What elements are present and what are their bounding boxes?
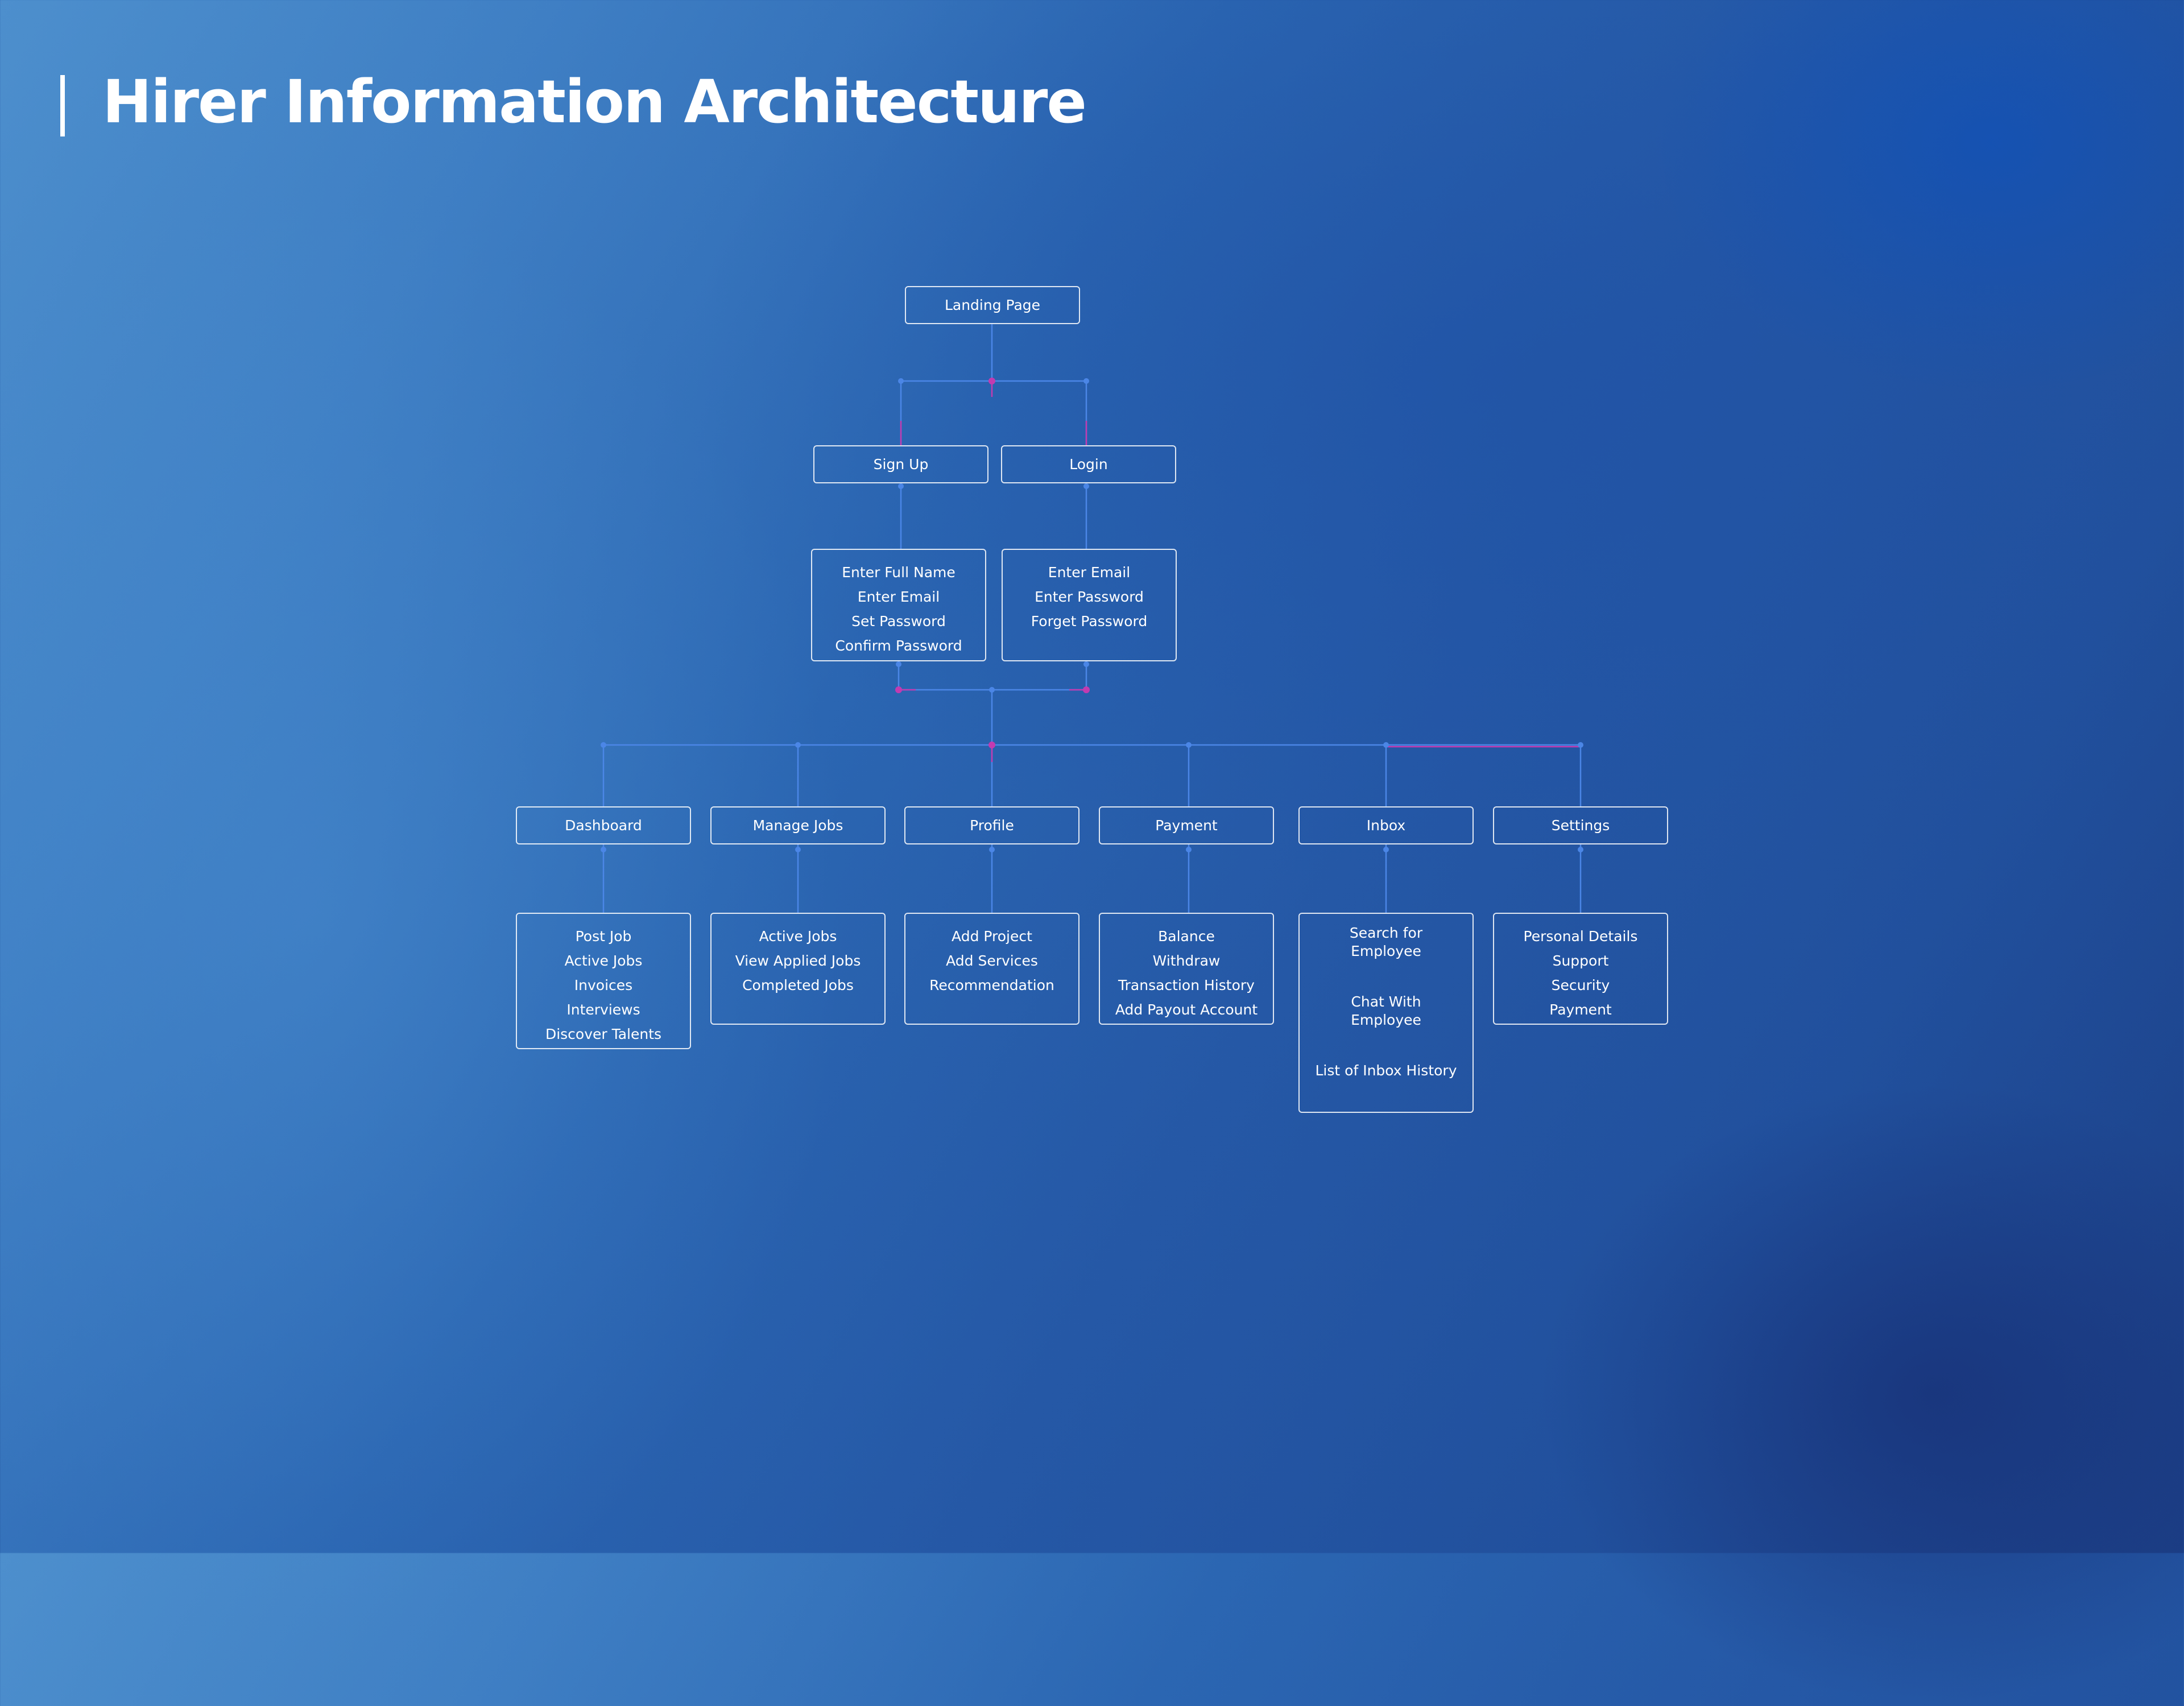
dashboard-item: Interviews: [566, 1001, 640, 1018]
node-profile: Profile: [904, 806, 1079, 844]
connector-node: [1083, 378, 1089, 384]
connector-node: [898, 378, 904, 384]
payment-item: Withdraw: [1152, 953, 1221, 969]
signup-field: Enter Full Name: [842, 564, 956, 581]
payment-item: Transaction History: [1118, 977, 1255, 993]
connector-node: [896, 661, 901, 667]
settings-item: Personal Details: [1523, 928, 1638, 945]
connector-node: [1383, 847, 1389, 852]
inbox-items-box: Search for Employee Chat With Employee L…: [1298, 913, 1474, 1113]
connector-node: [1083, 661, 1089, 667]
page-title: Hirer Information Architecture: [102, 67, 1087, 136]
profile-item: Recommendation: [929, 977, 1054, 993]
signup-field: Confirm Password: [835, 637, 962, 654]
inbox-item: List of Inbox History: [1315, 1062, 1457, 1079]
signup-fields-box: Enter Full Name Enter Email Set Password…: [811, 549, 986, 661]
connector-node: [795, 742, 801, 748]
node-dashboard: Dashboard: [516, 806, 691, 844]
node-landing-page: Landing Page: [905, 286, 1080, 324]
dashboard-item: Post Job: [575, 928, 632, 945]
signup-field: Set Password: [851, 613, 946, 630]
login-field: Enter Password: [1035, 589, 1144, 605]
connector-node: [1578, 847, 1583, 852]
connector-node: [895, 686, 902, 693]
connector-main-drops: [602, 745, 1582, 806]
profile-items-box: Add Project Add Services Recommendation: [904, 913, 1079, 1025]
inbox-item: Chat With Employee: [1351, 993, 1421, 1028]
connector-node: [1083, 686, 1090, 693]
node-settings: Settings: [1493, 806, 1668, 844]
connector-node: [1578, 742, 1583, 748]
manage-jobs-item: View Applied Jobs: [735, 953, 861, 969]
settings-items-box: Personal Details Support Security Paymen…: [1493, 913, 1668, 1025]
connector-lines: [601, 324, 1583, 913]
connector-detail-drops: [602, 844, 1582, 913]
connector-node: [795, 847, 801, 852]
settings-item: Support: [1552, 953, 1609, 969]
title-accent-bar: [60, 75, 65, 136]
settings-item: Security: [1551, 977, 1610, 993]
login-fields-box: Enter Email Enter Password Forget Passwo…: [1002, 549, 1177, 661]
connector-auth: [900, 483, 1087, 549]
dashboard-item: Active Jobs: [564, 953, 643, 969]
login-field: Forget Password: [1031, 613, 1148, 630]
connector-merge: [897, 661, 1087, 745]
connector-node: [1083, 483, 1089, 489]
payment-item: Balance: [1158, 928, 1215, 945]
signup-field: Enter Email: [857, 589, 940, 605]
connector-node: [989, 847, 995, 852]
node-payment: Payment: [1099, 806, 1274, 844]
profile-item: Add Project: [952, 928, 1032, 945]
connector-node: [601, 742, 606, 748]
connector-node: [989, 687, 995, 693]
connector-node: [601, 847, 606, 852]
connector-node: [1186, 742, 1192, 748]
payment-items-box: Balance Withdraw Transaction History Add…: [1099, 913, 1274, 1025]
manage-jobs-item: Completed Jobs: [742, 977, 854, 993]
node-login: Login: [1001, 445, 1176, 483]
dashboard-item: Invoices: [574, 977, 633, 993]
connector-node: [898, 483, 904, 489]
connector-landing-split: [900, 324, 1087, 445]
connector-node: [1186, 847, 1192, 852]
connector-node: [988, 742, 995, 748]
node-manage-jobs: Manage Jobs: [710, 806, 886, 844]
manage-jobs-items-box: Active Jobs View Applied Jobs Completed …: [710, 913, 886, 1025]
dashboard-item: Discover Talents: [545, 1026, 662, 1042]
manage-jobs-item: Active Jobs: [759, 928, 837, 945]
node-inbox: Inbox: [1298, 806, 1474, 844]
node-sign-up: Sign Up: [813, 445, 988, 483]
payment-item: Add Payout Account: [1115, 1001, 1258, 1018]
login-field: Enter Email: [1048, 564, 1131, 581]
connector-node: [1383, 742, 1389, 748]
profile-item: Add Services: [946, 953, 1038, 969]
settings-item: Payment: [1549, 1001, 1612, 1018]
dashboard-items-box: Post Job Active Jobs Invoices Interviews…: [516, 913, 691, 1049]
inbox-item: Search for Employee: [1349, 925, 1423, 959]
connector-node: [988, 378, 995, 384]
